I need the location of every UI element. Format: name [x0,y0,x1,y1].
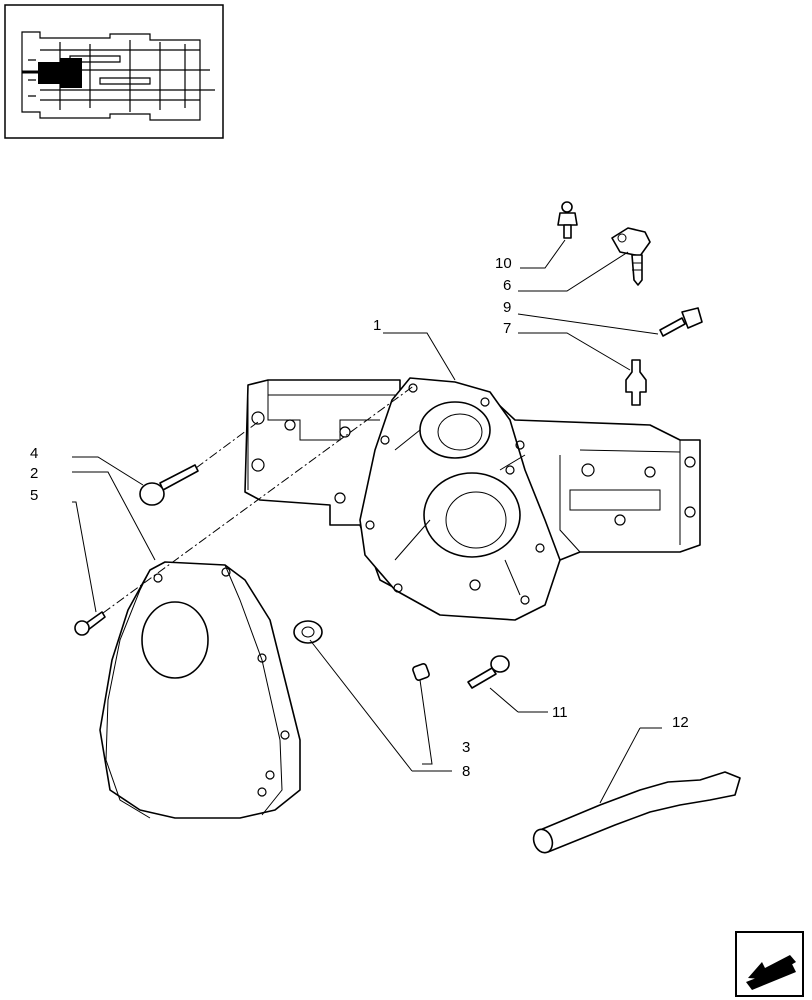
callout-10: 10 [495,255,512,272]
callout-9: 9 [503,299,511,316]
part-3-pin[interactable] [412,663,430,681]
part-7-fitting[interactable] [625,359,647,406]
part-12-pipe[interactable] [530,771,741,855]
callout-7: 7 [503,320,511,337]
part-2-cover[interactable] [99,561,301,819]
alignment-line-screw [102,384,416,614]
callout-6: 6 [503,277,511,294]
part-11-bolt[interactable] [467,655,510,689]
arrow-icon [748,955,796,980]
part-8-washer[interactable] [293,620,323,644]
part-4-bolt[interactable] [139,464,199,506]
callout-12: 12 [672,714,689,731]
part-10-grease-nipple[interactable] [557,201,578,239]
callout-4: 4 [30,445,38,462]
callout-5: 5 [30,487,38,504]
overview-thumbnail[interactable] [4,4,224,139]
callout-11: 11 [552,704,568,721]
alignment-line-bolt [195,421,259,469]
callout-8: 8 [462,763,470,780]
part-9-bolt[interactable] [659,307,703,337]
part-6-banjo-fitting[interactable] [611,227,651,286]
part-5-screw[interactable] [74,611,106,636]
highlight-block-2 [60,58,82,88]
callout-3: 3 [462,739,470,756]
part-1-housing[interactable] [244,377,701,621]
next-page-arrow-button[interactable] [735,931,804,997]
highlight-block [38,62,60,84]
callout-1: 1 [373,317,381,334]
callout-2: 2 [30,465,38,482]
leader-lines [72,239,662,804]
